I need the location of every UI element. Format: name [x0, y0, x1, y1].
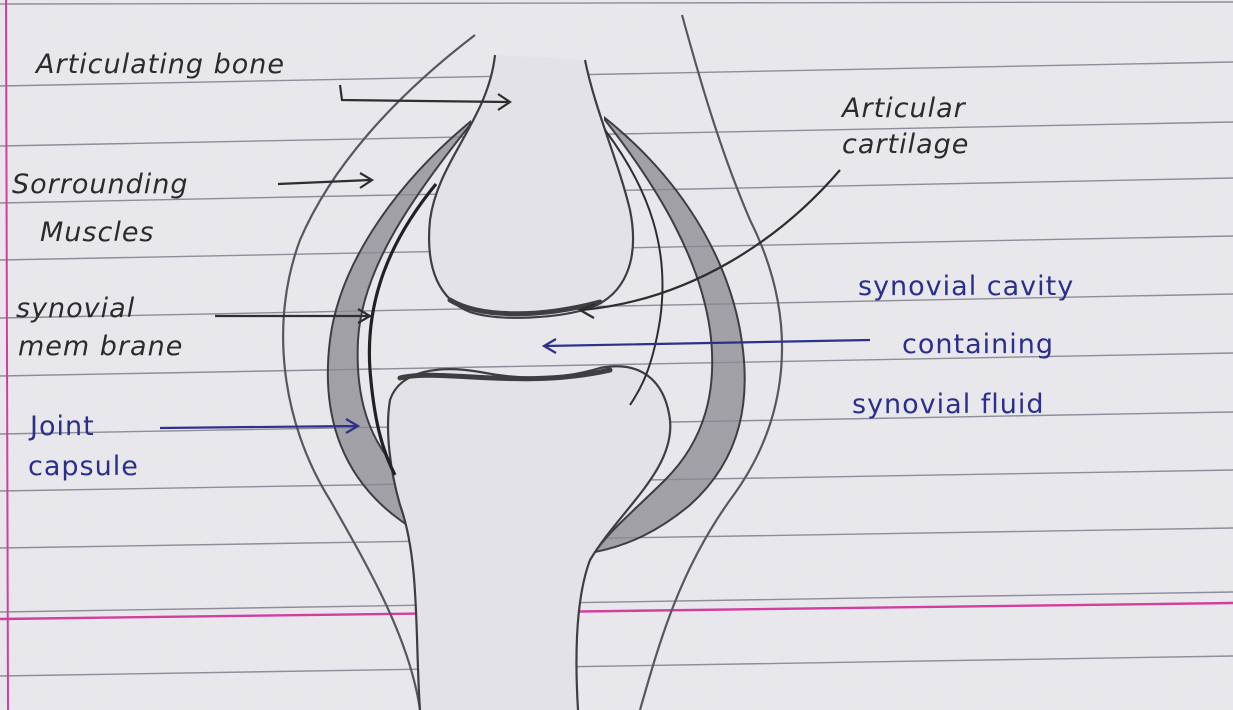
label-surrounding-muscles-line1: Sorrounding [12, 168, 189, 202]
label-joint-capsule-line1: Joint [30, 410, 95, 444]
label-synovial-cavity-line2: containing [902, 328, 1054, 362]
label-synovial-membrane-line1: synovial [16, 292, 135, 326]
label-articular-cartilage-line1: Articular [842, 92, 966, 126]
label-synovial-cavity-line1: synovial cavity [858, 270, 1074, 304]
label-articular-cartilage-line2: cartilage [842, 128, 969, 162]
label-surrounding-muscles-line2: Muscles [40, 216, 155, 250]
label-articulating-bone: Articulating bone [36, 48, 285, 82]
label-joint-capsule-line2: capsule [28, 450, 139, 484]
label-synovial-cavity-line3: synovial fluid [852, 388, 1045, 422]
label-synovial-membrane-line2: mem brane [18, 330, 183, 364]
